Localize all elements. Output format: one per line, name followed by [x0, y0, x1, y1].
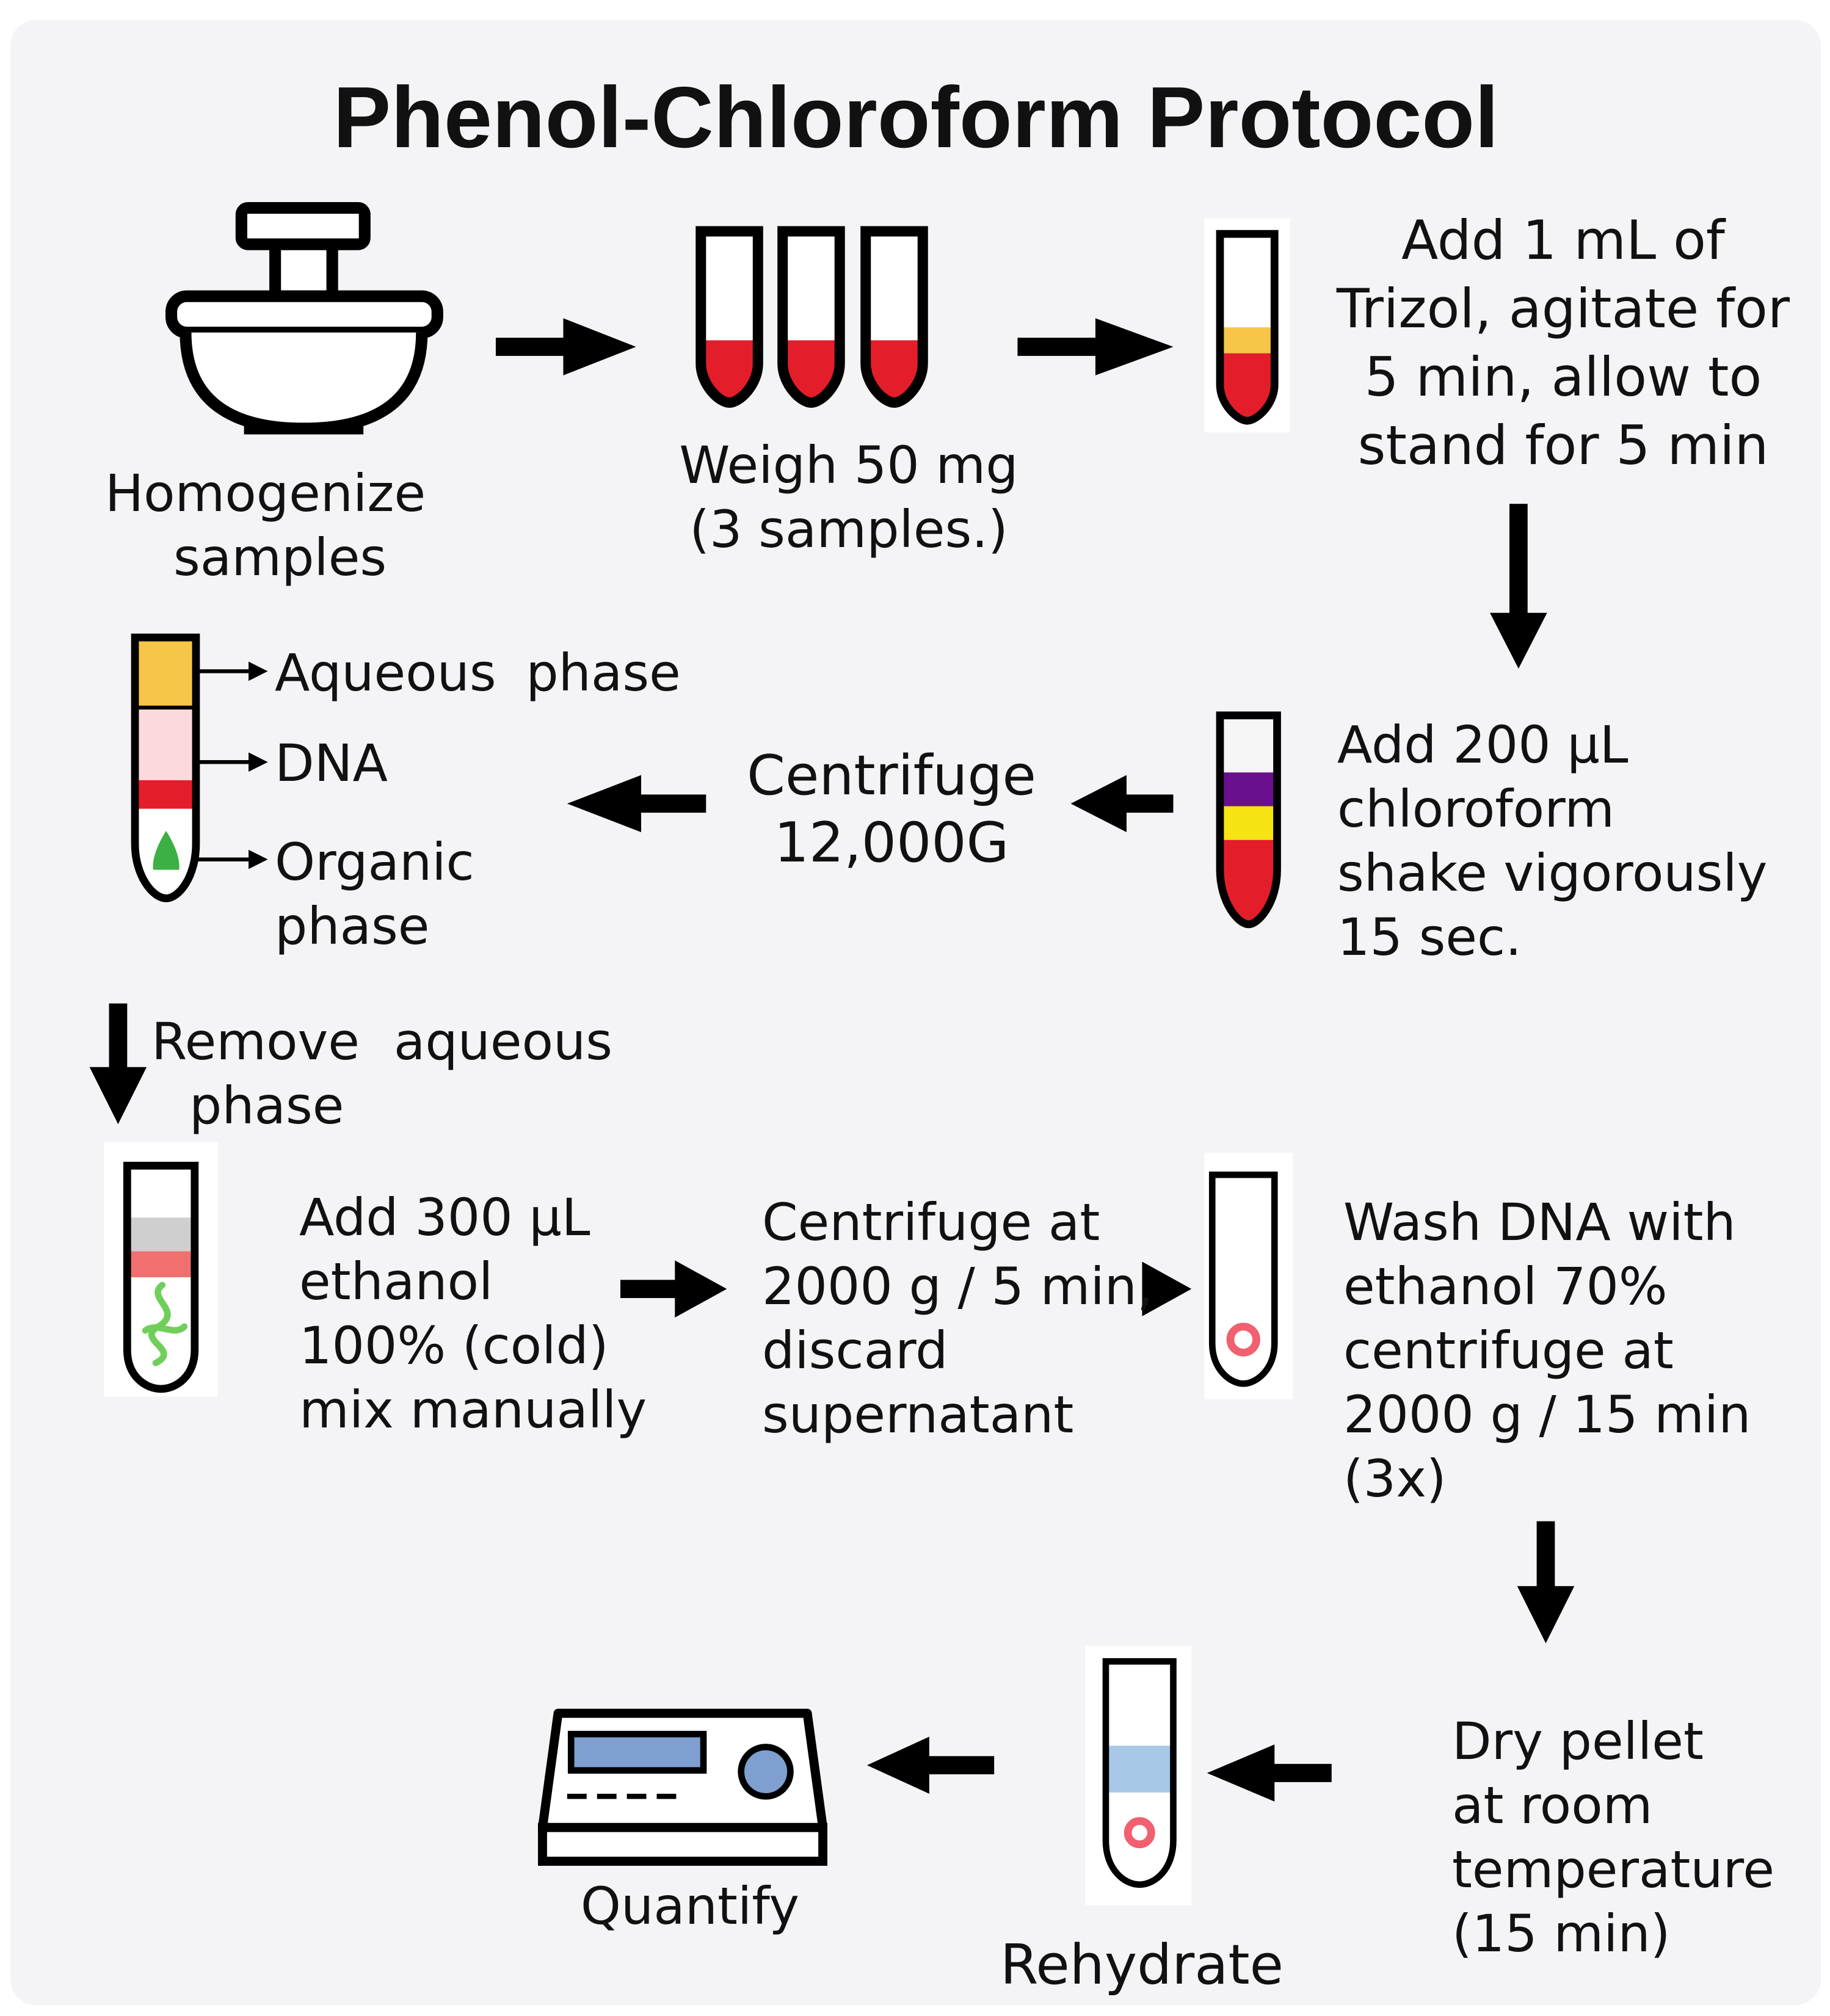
- label-line: mix manually: [299, 1380, 647, 1440]
- rehydrate-tube-icon: [1084, 1645, 1192, 1905]
- label-line: ethanol: [299, 1252, 493, 1311]
- precipitate-tube-icon: [104, 1142, 219, 1397]
- label-trizol: Add 1 mL of Trizol, agitate for 5 min, a…: [1313, 206, 1814, 480]
- label-line: samples: [173, 528, 387, 587]
- label-line: Dry pellet: [1452, 1711, 1704, 1771]
- label-line: Homogenize: [105, 463, 426, 523]
- label-quantify: Quantify: [580, 1876, 800, 1936]
- arrow-left: [1207, 1744, 1332, 1802]
- arrow-right: [1017, 318, 1174, 375]
- phase-separation-tube-icon: [131, 633, 200, 902]
- label-line: Trizol, agitate for: [1336, 277, 1790, 340]
- label-line: 2000 g / 5 min,: [762, 1256, 1153, 1316]
- dna-precipitate-icon: [142, 1282, 188, 1366]
- diagram-background: [10, 20, 1821, 2006]
- sample-tube: [860, 226, 928, 408]
- label-line: Weigh 50 mg: [679, 435, 1018, 495]
- page-title: Phenol-Chloroform Protocol: [333, 69, 1499, 166]
- label-line: 5 min, allow to: [1364, 346, 1762, 408]
- label-line: supernatant: [762, 1385, 1074, 1445]
- label-line: Wash DNA with: [1343, 1192, 1736, 1252]
- sample-tube: [777, 226, 845, 408]
- arrow-left: [567, 775, 706, 832]
- label-line: (15 min): [1452, 1904, 1671, 1963]
- label-line: Centrifuge at: [762, 1192, 1100, 1252]
- label-centrifuge-12000: Centrifuge 12,000G: [717, 742, 1066, 877]
- label-weigh: Weigh 50 mg (3 samples.): [647, 433, 1050, 562]
- label-remove-word: Remove: [151, 1012, 360, 1071]
- arrow-down: [1517, 1521, 1575, 1644]
- label-line: 2000 g / 15 min: [1343, 1385, 1751, 1445]
- label-remove-aqueous: Remove aqueous phase: [151, 1010, 612, 1138]
- label-line: shake vigorously: [1337, 843, 1768, 903]
- label-aqueous-phase: Aqueous phase: [275, 641, 681, 705]
- arrow-down: [89, 1003, 147, 1125]
- trizol-tube-icon: [1204, 218, 1290, 433]
- label-line: at room: [1452, 1775, 1653, 1835]
- label-line: phase: [275, 896, 430, 956]
- pellet-tube-icon: [1204, 1152, 1293, 1399]
- label-line: 100% (cold): [299, 1316, 609, 1376]
- pellet-icon: [1124, 1817, 1155, 1849]
- label-line: Remove aqueous: [151, 1010, 612, 1074]
- pellet-icon: [1226, 1322, 1260, 1357]
- arrow-right: [1142, 1261, 1192, 1316]
- label-line: phase: [189, 1076, 344, 1136]
- label-dna: DNA: [275, 733, 388, 793]
- label-wash-dna: Wash DNA with ethanol 70% centrifuge at …: [1343, 1191, 1751, 1511]
- label-line: (3 samples.): [689, 499, 1008, 559]
- sample-tubes-icon: [695, 226, 928, 408]
- label-line: stand for 5 min: [1357, 414, 1769, 477]
- label-aqueous-word: aqueous: [393, 1012, 612, 1071]
- label-line: discard: [762, 1321, 948, 1380]
- label-centrifuge-2000: Centrifuge at 2000 g / 5 min, discard su…: [762, 1191, 1153, 1447]
- mortar-and-pestle-icon: [165, 202, 443, 435]
- label-phase-word: phase: [526, 643, 681, 703]
- label-line: Add 1 mL of: [1401, 209, 1725, 272]
- label-organic-phase: Organic phase: [275, 830, 474, 959]
- label-line: Add 200 µL: [1337, 715, 1628, 775]
- label-line: 15 sec.: [1337, 907, 1522, 967]
- label-line: 12,000G: [774, 811, 1009, 875]
- label-line: temperature: [1452, 1840, 1774, 1899]
- label-line: ethanol 70%: [1343, 1256, 1668, 1316]
- label-aqueous-word: Aqueous: [275, 643, 496, 703]
- label-line: centrifuge at: [1343, 1321, 1674, 1380]
- label-rehydrate: Rehydrate: [1000, 1933, 1284, 1997]
- label-homogenize: Homogenize samples: [105, 462, 426, 590]
- arrow-left: [866, 1736, 995, 1794]
- label-chloroform: Add 200 µL chloroform shake vigorously 1…: [1337, 713, 1767, 970]
- label-line: Add 300 µL: [299, 1187, 590, 1247]
- pointer-lines: [195, 661, 268, 869]
- display-screen: [567, 1730, 707, 1774]
- leaf-icon: [153, 830, 180, 870]
- label-line: Centrifuge: [747, 744, 1036, 808]
- label-ethanol-300: Add 300 µL ethanol 100% (cold) mix manua…: [299, 1186, 647, 1442]
- sample-tube: [695, 226, 763, 408]
- arrow-right: [495, 318, 636, 375]
- layered-tube-icon: [1216, 711, 1281, 929]
- arrow-right: [620, 1260, 727, 1318]
- label-line: chloroform: [1337, 779, 1615, 839]
- dial-knob: [738, 1744, 794, 1800]
- label-dry-pellet: Dry pellet at room temperature (15 min): [1452, 1710, 1774, 1966]
- flow-arrows: [89, 318, 1575, 1802]
- arrow-left: [1070, 775, 1174, 832]
- label-line: Organic: [275, 832, 474, 892]
- arrow-down: [1490, 504, 1547, 669]
- label-line: (3x): [1343, 1449, 1447, 1509]
- spectrophotometer-icon: [538, 1708, 828, 1866]
